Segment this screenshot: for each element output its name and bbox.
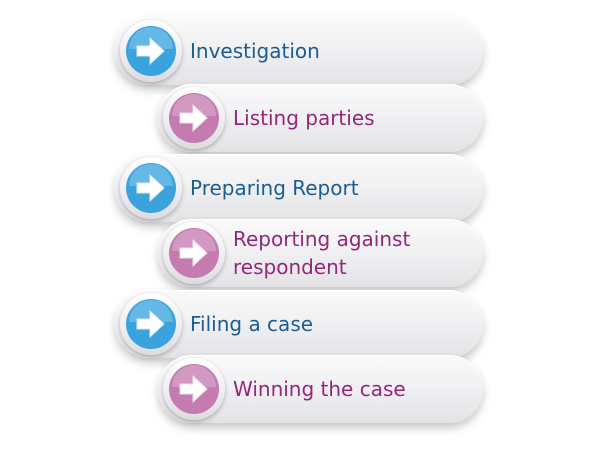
step-badge <box>163 87 225 149</box>
arrow-right-icon <box>169 228 219 278</box>
step-label: Winning the case <box>233 377 406 401</box>
step-badge <box>120 293 182 355</box>
step-badge <box>163 358 225 420</box>
step-filing-a-case: Filing a case <box>115 290 483 358</box>
arrow-right-icon <box>169 93 219 143</box>
step-label: Investigation <box>190 39 320 63</box>
step-preparing-report: Preparing Report <box>115 154 483 222</box>
step-label: Reporting against respondent <box>233 227 411 279</box>
step-listing-parties: Listing parties <box>158 84 483 152</box>
step-label: Filing a case <box>190 312 314 336</box>
step-investigation: Investigation <box>115 17 483 85</box>
step-badge <box>163 222 225 284</box>
arrow-right-icon <box>169 364 219 414</box>
step-winning-the-case: Winning the case <box>158 355 483 423</box>
step-label: Preparing Report <box>190 176 359 200</box>
step-badge <box>120 157 182 219</box>
step-badge <box>120 20 182 82</box>
arrow-right-icon <box>126 163 176 213</box>
arrow-right-icon <box>126 26 176 76</box>
arrow-right-icon <box>126 299 176 349</box>
step-label: Listing parties <box>233 106 375 130</box>
step-reporting-against-respondent: Reporting against respondent <box>158 219 483 287</box>
